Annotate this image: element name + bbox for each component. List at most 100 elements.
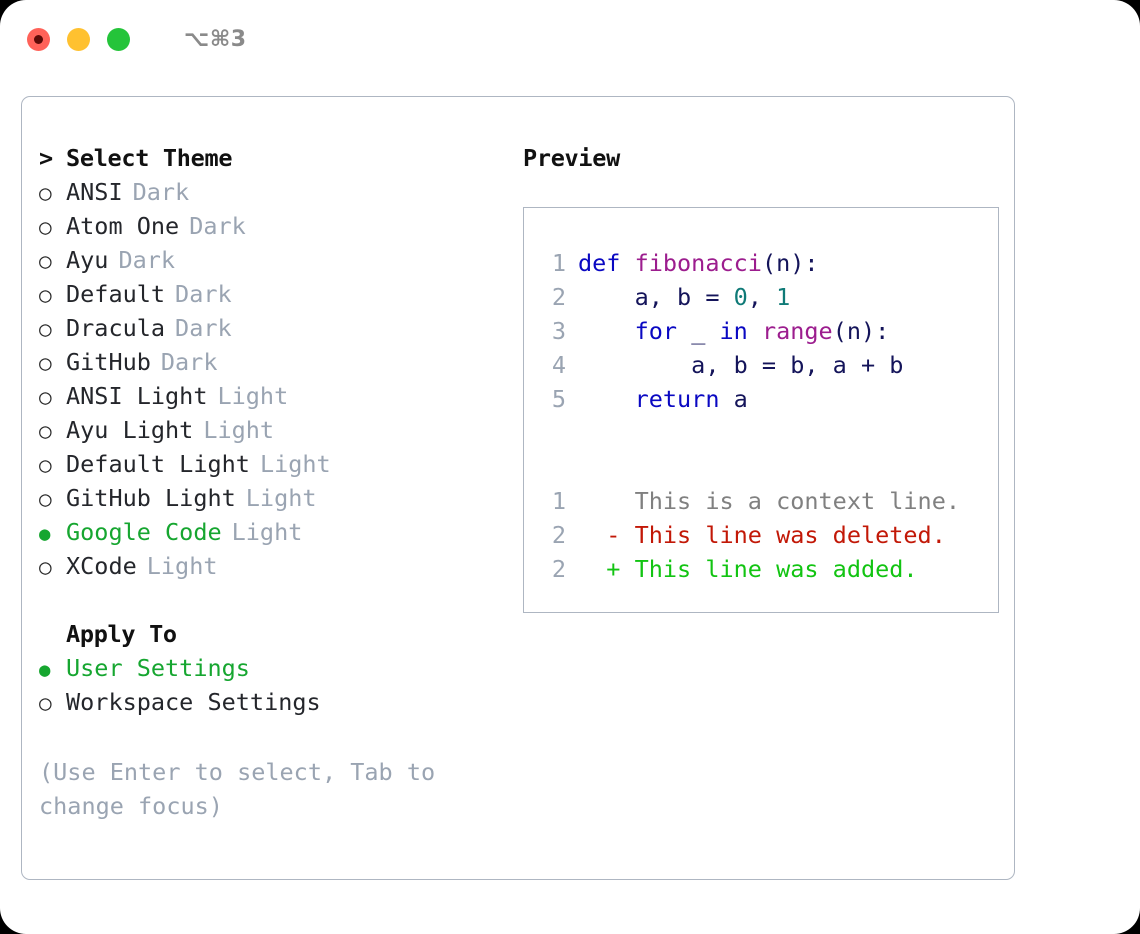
code-line: 5 return a xyxy=(540,382,998,416)
maximize-button[interactable] xyxy=(107,27,130,51)
radio-unselected-icon[interactable]: ○ xyxy=(39,487,52,511)
theme-name: ANSI xyxy=(66,178,123,206)
theme-variant: Light xyxy=(217,382,289,410)
token-pl xyxy=(578,385,635,413)
line-number: 2 xyxy=(551,283,566,311)
theme-name: Ayu Light xyxy=(66,416,194,444)
token-num: 0 xyxy=(733,283,748,311)
token-kw: in xyxy=(719,317,748,345)
theme-variant: Dark xyxy=(132,178,190,206)
theme-variant: Dark xyxy=(175,314,232,342)
radio-unselected-icon[interactable]: ○ xyxy=(39,453,52,477)
diff-sample: 1 This is a context line.2 - This line w… xyxy=(540,484,998,586)
keyboard-hint: (Use Enter to select, Tab to change focu… xyxy=(39,758,436,820)
theme-variant: Light xyxy=(231,518,303,546)
diff-text: + This line was added. xyxy=(578,555,918,583)
theme-variant: Light xyxy=(146,552,218,580)
token-pl: , xyxy=(747,283,777,311)
token-pl: (n): xyxy=(832,317,890,345)
code-text: a, b = b, a + b xyxy=(578,348,903,382)
theme-list-item[interactable]: ○ GitHub Dark xyxy=(39,345,484,379)
apply-to-label: Apply To xyxy=(66,620,177,648)
theme-name: XCode xyxy=(66,552,137,580)
token-pl: a, b = b, a + b xyxy=(578,351,904,379)
titlebar: ⌥⌘3 xyxy=(0,0,1140,78)
caret-icon: > xyxy=(39,144,53,172)
close-button[interactable] xyxy=(27,27,50,51)
token-pl: (n): xyxy=(761,249,819,277)
token-pl xyxy=(748,317,762,345)
apply-to-item[interactable]: ○Workspace Settings xyxy=(39,685,484,719)
radio-selected-icon[interactable]: ● xyxy=(39,659,51,681)
theme-name: GitHub xyxy=(66,348,151,376)
token-pl xyxy=(578,317,635,345)
theme-name: GitHub Light xyxy=(66,484,236,512)
radio-unselected-icon[interactable]: ○ xyxy=(39,555,52,579)
radio-unselected-icon[interactable]: ○ xyxy=(39,215,52,239)
radio-unselected-icon[interactable]: ○ xyxy=(39,317,52,341)
theme-list-item[interactable]: ○ Atom One Dark xyxy=(39,209,484,243)
theme-list-item[interactable]: ○ XCode Light xyxy=(39,549,484,583)
line-number: 1 xyxy=(551,249,566,277)
token-pl: a, b = xyxy=(578,283,734,311)
theme-name: Google Code xyxy=(66,518,222,546)
theme-list-item[interactable]: ○ ANSI Light Light xyxy=(39,379,484,413)
line-number: 3 xyxy=(551,317,566,345)
theme-list-item[interactable]: ● Google Code Light xyxy=(39,515,484,549)
theme-list-item[interactable]: ○ Ayu Light Light xyxy=(39,413,484,447)
theme-variant: Dark xyxy=(189,212,246,240)
line-number: 1 xyxy=(551,487,566,515)
theme-variant: Dark xyxy=(118,246,176,274)
apply-to-name: User Settings xyxy=(66,654,250,682)
diff-line: 1 This is a context line. xyxy=(540,484,998,518)
line-number: 5 xyxy=(551,385,566,413)
code-text: a, b = 0, 1 xyxy=(578,280,791,314)
code-text: return a xyxy=(578,382,748,416)
token-num: 1 xyxy=(776,283,791,311)
radio-unselected-icon[interactable]: ○ xyxy=(39,385,52,409)
radio-unselected-icon[interactable]: ○ xyxy=(39,181,52,205)
theme-name: Atom One xyxy=(66,212,180,240)
preview-title: Preview xyxy=(523,144,620,172)
theme-variant: Light xyxy=(203,416,275,444)
radio-unselected-icon[interactable]: ○ xyxy=(39,419,52,443)
line-number: 2 xyxy=(551,555,566,583)
window-controls xyxy=(27,27,130,51)
diff-line: 2 + This line was added. xyxy=(540,552,998,586)
radio-unselected-icon[interactable]: ○ xyxy=(39,283,52,307)
theme-list-item[interactable]: ○ GitHub Light Light xyxy=(39,481,484,515)
theme-variant: Dark xyxy=(160,348,218,376)
theme-variant: Light xyxy=(259,450,331,478)
token-kw: for xyxy=(634,317,678,345)
token-fn: fibonacci xyxy=(634,249,762,277)
theme-picker-header: > Select Theme xyxy=(39,141,484,175)
radio-unselected-icon[interactable]: ○ xyxy=(39,351,52,375)
token-pl: a xyxy=(719,385,748,413)
diff-line: 2 - This line was deleted. xyxy=(540,518,998,552)
line-number: 4 xyxy=(551,351,566,379)
theme-name: Default xyxy=(66,280,166,308)
diff-text: - This line was deleted. xyxy=(578,521,946,549)
apply-to-item[interactable]: ● User Settings xyxy=(39,651,484,685)
radio-unselected-icon[interactable]: ○ xyxy=(39,249,52,273)
radio-selected-icon[interactable]: ● xyxy=(39,523,51,545)
diff-text: This is a context line. xyxy=(578,487,961,515)
token-kw: return xyxy=(634,385,720,413)
theme-list-item[interactable]: ○ ANSI Dark xyxy=(39,175,484,209)
radio-unselected-icon[interactable]: ○ xyxy=(39,691,52,715)
code-diff-gap xyxy=(540,416,998,450)
minimize-button[interactable] xyxy=(67,27,90,51)
code-text: for _ in range(n): xyxy=(578,314,890,348)
theme-variant: Light xyxy=(245,484,317,512)
theme-name: ANSI Light xyxy=(66,382,208,410)
